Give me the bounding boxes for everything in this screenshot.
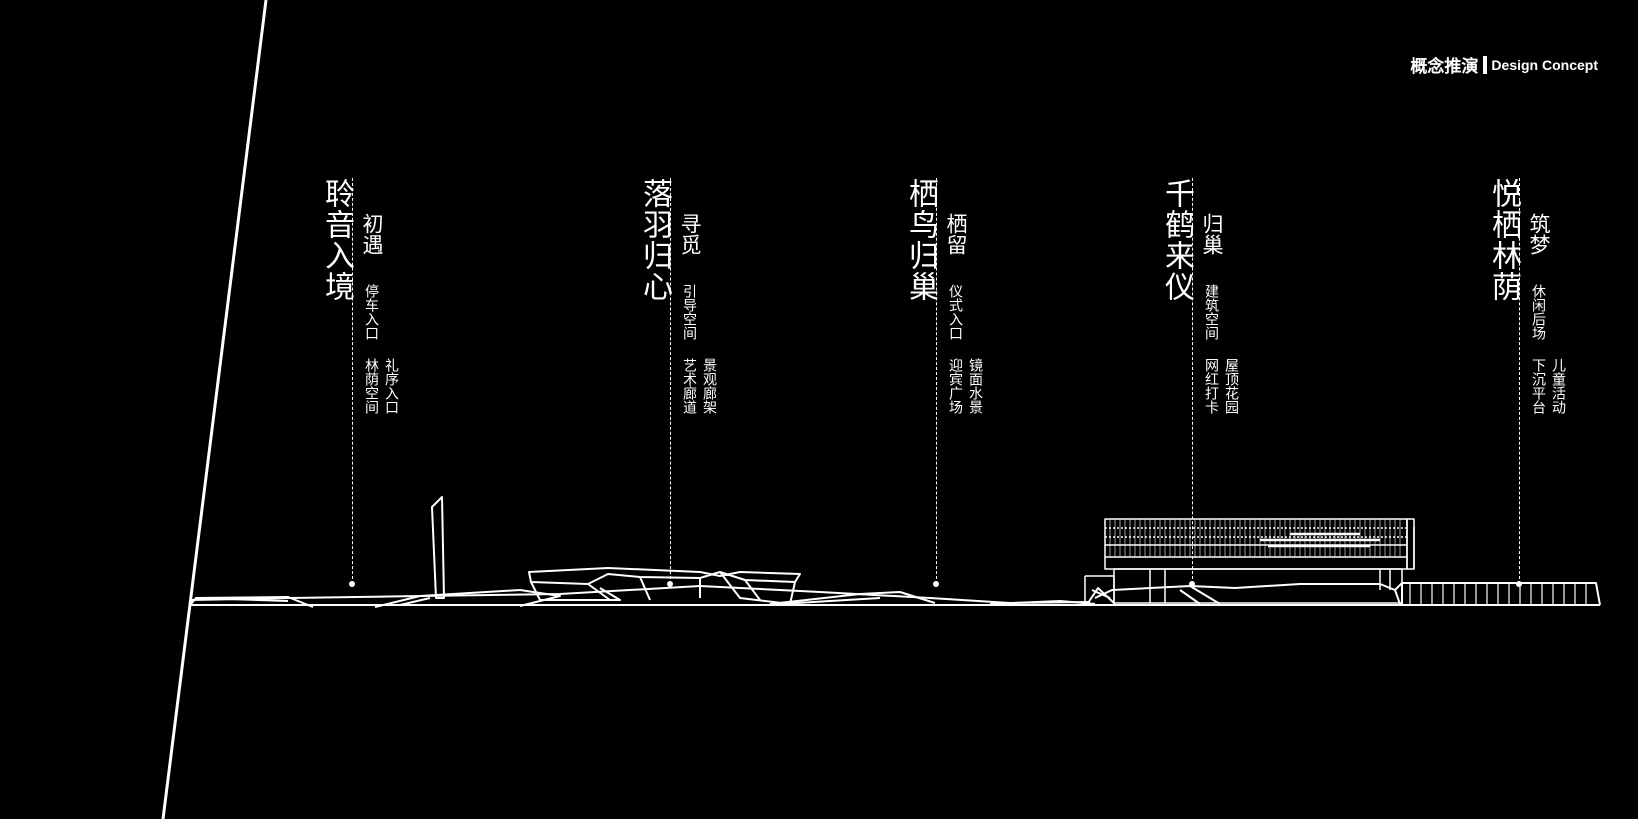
station-item: 镜面水景 [967,358,983,414]
tower-sculpture [431,496,445,599]
gallery-structure [530,571,796,605]
station-dashed-line [1519,178,1520,584]
podium-left [1087,587,1116,605]
landscape-form-left [190,596,314,608]
station-dashed-line [352,178,353,584]
station-dot [933,581,939,587]
diagonal-divider-line [161,0,268,819]
vertical-grid-lines [1109,519,1401,557]
station-item: 儿童活动 [1550,358,1566,414]
station-subtitle: 初遇 [360,213,384,255]
station-dot [349,581,355,587]
station-subtitle: 栖留 [944,213,968,255]
landscape-form-right [989,600,1096,605]
station-dot [1516,581,1522,587]
deck-railing [1409,583,1587,604]
station-item: 礼序入口 [383,358,399,414]
station-item: 下沉平台 [1530,358,1546,414]
page-header: 概念推演 Design Concept [1410,52,1598,77]
station-title: 栖鸟归巢 [903,178,938,302]
station-title: 悦栖林荫 [1486,178,1521,302]
station-dashed-line [670,178,671,584]
station-item: 网红打卡 [1203,358,1219,414]
station-item: 艺术廊道 [681,358,697,414]
station-title: 千鹤来仪 [1159,178,1194,302]
header-title-zh: 概念推演 [1410,57,1479,77]
station-title: 落羽归心 [637,178,672,302]
sunken-deck [1394,582,1601,606]
podium-terrain [1094,583,1401,605]
terrain-line [190,585,1091,604]
station-item: 休闲后场 [1530,284,1546,340]
station-item: 停车入口 [363,284,379,340]
station-item: 仪式入口 [947,284,963,340]
station-subtitle: 筑梦 [1527,213,1551,255]
station-dot [1189,581,1195,587]
station-subtitle: 寻觅 [678,213,702,255]
station-dashed-line [936,178,937,584]
header-title-en: Design Concept [1491,56,1598,73]
station-title: 聆音入境 [319,178,354,302]
station-item: 迎宾广场 [947,358,963,414]
landscape-form-mid [769,591,936,605]
station-item: 景观廊架 [701,358,717,414]
station-subtitle: 归巢 [1200,213,1224,255]
station-item: 林荫空间 [363,358,379,414]
station-dot [667,581,673,587]
station-item: 引导空间 [681,284,697,340]
station-dashed-line [1192,178,1193,584]
header-divider [1483,55,1488,74]
station-item: 屋顶花园 [1223,358,1239,414]
pavilion-building [1084,518,1415,604]
station-item: 建筑空间 [1203,284,1219,340]
gallery-canopy [528,567,801,585]
